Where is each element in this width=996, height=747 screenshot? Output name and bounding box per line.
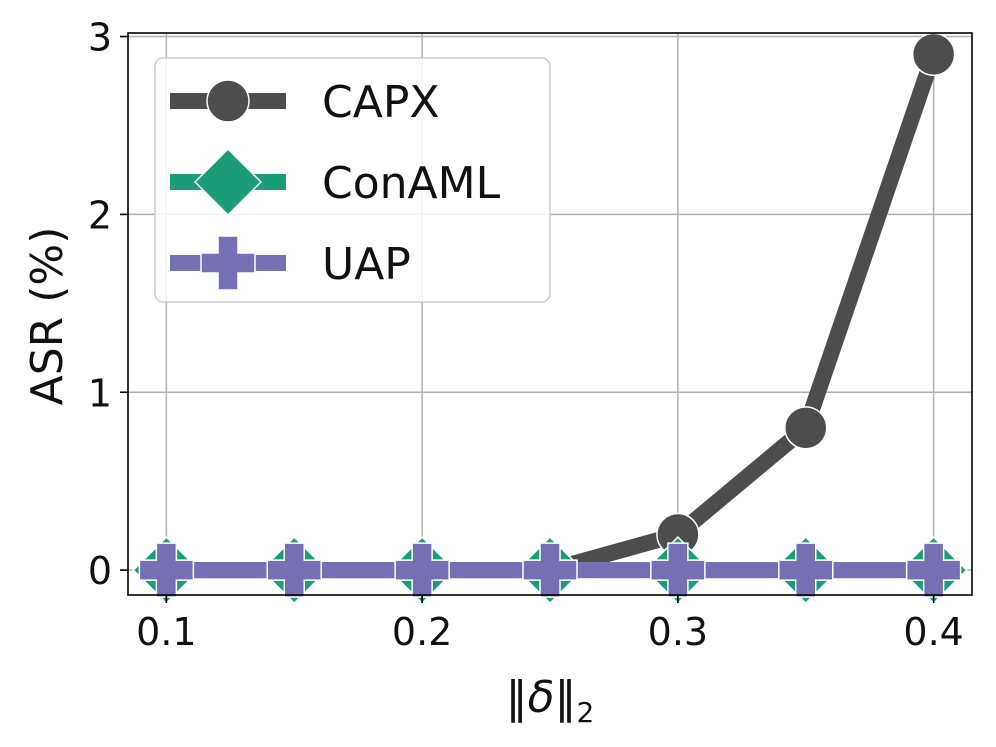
x-tick-label: 0.3 — [648, 610, 708, 654]
x-tick-label: 0.2 — [392, 610, 452, 654]
capx-point — [784, 406, 828, 450]
legend-label-capx: CAPX — [322, 77, 440, 128]
plot-frame — [127, 32, 973, 596]
capx-point — [911, 32, 956, 77]
legend-item-conaml: ConAML — [170, 147, 501, 217]
uap-point — [266, 542, 322, 598]
legend-label-uap: UAP — [322, 239, 411, 290]
y-tick-label: 2 — [88, 193, 112, 237]
series-layer — [132, 32, 968, 605]
y-tick-label: 1 — [88, 371, 112, 415]
y-axis-label: ASR (%) — [22, 227, 73, 406]
uap-point — [394, 542, 450, 598]
y-tick-label: 0 — [88, 549, 112, 593]
x-axis-label: ‖δ‖2 — [506, 672, 595, 729]
legend-label-conaml: ConAML — [322, 158, 501, 209]
legend-marker-diamond — [193, 147, 263, 217]
uap-point — [905, 542, 962, 598]
legend-marker-plus — [200, 235, 256, 291]
legend-marker-circle — [206, 79, 250, 123]
x-tick-label: 0.4 — [903, 610, 963, 654]
legend-item-capx: CAPX — [170, 77, 440, 128]
uap-point — [522, 542, 578, 598]
uap-point — [650, 542, 706, 598]
legend: CAPX ConAML UAP — [154, 57, 551, 303]
y-tick-label: 3 — [88, 16, 112, 60]
x-tick-label: 0.1 — [136, 610, 196, 654]
legend-item-uap: UAP — [170, 235, 411, 291]
series-uap — [138, 542, 962, 598]
uap-point — [138, 542, 195, 598]
axis-ticks: 0.1 0.2 0.3 0.4 0 1 2 3 — [88, 16, 964, 654]
legend-frame — [154, 57, 551, 303]
uap-point — [778, 542, 834, 598]
